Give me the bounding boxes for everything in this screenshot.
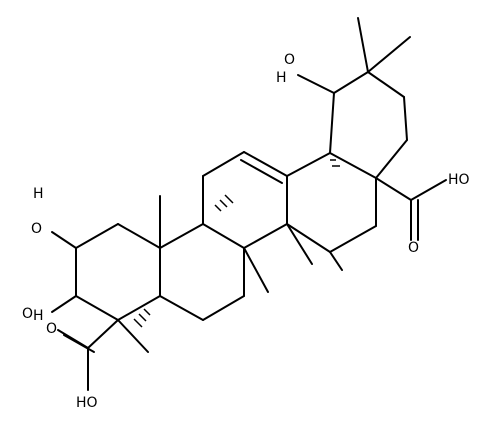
- bond: [375, 177, 412, 201]
- bond: [202, 223, 245, 249]
- stereo-hatches: [133, 159, 340, 328]
- hatch: [224, 194, 234, 204]
- hatch: [143, 308, 151, 316]
- atom-labels: H O HO O H O O H O HO: [22, 52, 470, 411]
- bond: [240, 159, 283, 184]
- bond: [63, 334, 95, 353]
- bond: [75, 223, 119, 249]
- hatch: [214, 204, 222, 212]
- atom-label: H: [33, 308, 44, 324]
- bond: [243, 247, 269, 293]
- atom-label: HO: [76, 395, 98, 411]
- hatch: [133, 318, 143, 328]
- atom-label: O: [46, 321, 57, 337]
- bond: [367, 36, 411, 73]
- bond: [367, 71, 405, 98]
- bond: [75, 295, 119, 321]
- bond: [243, 151, 288, 177]
- bond: [117, 319, 149, 353]
- atom-label: O: [408, 240, 419, 256]
- atom-label: O: [31, 221, 42, 237]
- bond: [159, 295, 204, 321]
- bond: [243, 223, 288, 249]
- bond: [403, 96, 408, 141]
- bond: [51, 231, 77, 249]
- hatch: [219, 199, 228, 208]
- bond: [329, 152, 377, 179]
- bond: [357, 17, 369, 73]
- atom-label: O: [22, 306, 33, 322]
- bond: [117, 223, 161, 249]
- bond: [375, 139, 408, 179]
- bond: [410, 179, 447, 201]
- bond: [286, 223, 331, 253]
- atom-label: H: [33, 186, 44, 202]
- bond: [333, 71, 369, 94]
- atom-label: O: [284, 52, 295, 68]
- bond: [297, 74, 335, 94]
- bond: [202, 151, 245, 177]
- bond: [286, 223, 313, 265]
- bond: [87, 319, 119, 349]
- bond: [159, 223, 204, 249]
- atom-label: HO: [448, 172, 470, 188]
- bond: [329, 251, 343, 271]
- hatch: [138, 313, 147, 322]
- bonds: [51, 17, 447, 391]
- bond: [202, 295, 245, 321]
- atom-label: H: [276, 70, 287, 86]
- bond: [329, 92, 335, 154]
- bond: [117, 295, 161, 321]
- bond: [329, 225, 377, 253]
- bond: [51, 295, 77, 313]
- bond: [286, 152, 331, 177]
